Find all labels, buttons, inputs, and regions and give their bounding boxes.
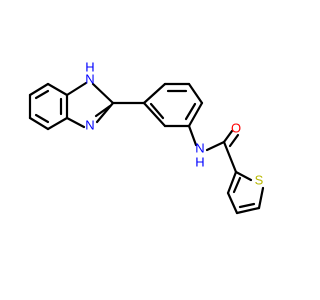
- bond: [28, 116, 50, 131]
- bond: [187, 124, 198, 147]
- bond: [257, 186, 265, 210]
- bond: [28, 82, 50, 97]
- molecule-structure: H N N N H O S: [28, 59, 265, 215]
- carbonyl-o-label: O: [231, 120, 241, 135]
- double-bond: [94, 104, 112, 118]
- bond: [234, 170, 253, 182]
- molecule-canvas: H N N N H O S: [28, 59, 265, 215]
- thiophene-ring: [226, 170, 265, 215]
- bond: [142, 82, 167, 105]
- benzimidazole-benzene-ring: [28, 82, 69, 131]
- carbonyl-bond: [222, 129, 234, 144]
- bond: [187, 82, 204, 105]
- double-bond: [34, 89, 50, 100]
- double-bond: [149, 102, 165, 120]
- bond: [226, 170, 238, 195]
- bond: [142, 101, 167, 128]
- benzimidazole-nh-h-label: H: [85, 59, 94, 74]
- bond: [65, 116, 86, 129]
- bond: [226, 191, 239, 215]
- benzimidazole-nh-n-label: N: [85, 71, 94, 86]
- bond: [205, 140, 226, 152]
- bond: [91, 82, 115, 105]
- bond: [65, 81, 88, 97]
- double-bond: [184, 102, 197, 121]
- carbonyl-double-bond: [228, 133, 240, 148]
- thiophene-s-label: S: [255, 172, 264, 187]
- amide-h-label: H: [195, 154, 204, 169]
- amide-n-label: N: [195, 140, 204, 155]
- double-bond: [238, 202, 256, 209]
- bond: [222, 140, 238, 174]
- double-bond: [34, 113, 50, 124]
- amide-group: [187, 124, 240, 174]
- double-bond: [232, 176, 242, 194]
- bond: [187, 101, 204, 128]
- bond: [46, 116, 69, 131]
- imidazole-ring: [65, 81, 115, 129]
- phenyl-ring: [142, 82, 204, 128]
- bond: [235, 206, 261, 215]
- benzimidazole-n-label: N: [85, 117, 94, 132]
- bond: [46, 82, 69, 97]
